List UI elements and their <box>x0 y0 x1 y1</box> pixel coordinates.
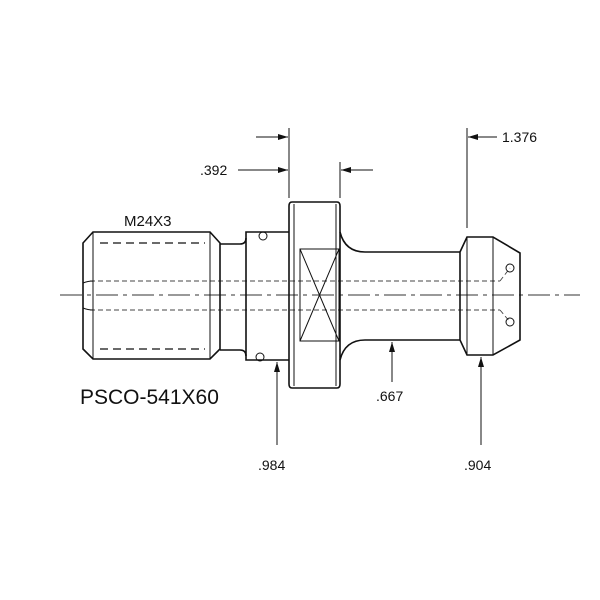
dimension-shank-diameter: .667 <box>376 342 403 404</box>
dimension-head-diameter: .904 <box>464 357 491 473</box>
dimension-label: .392 <box>200 162 227 178</box>
dimension-label: .984 <box>258 457 285 473</box>
wrench-flat <box>299 248 340 342</box>
collar <box>245 231 289 362</box>
dimension-flange-width: .392 <box>200 128 373 198</box>
dimension-label: 1.376 <box>502 129 537 145</box>
shank <box>339 231 460 361</box>
head <box>459 236 521 356</box>
ball-hole-icon <box>255 352 265 362</box>
flange <box>288 201 341 389</box>
bore-hidden-lines <box>90 267 511 323</box>
dimension-collar-diameter: .984 <box>258 362 285 473</box>
dimension-overall-length: 1.376 <box>466 128 537 228</box>
neck <box>220 237 247 357</box>
thread-section <box>82 231 221 360</box>
vent-hole-icon <box>505 263 515 273</box>
dimension-label: .904 <box>464 457 491 473</box>
ball-hole-icon <box>258 231 268 241</box>
thread-label: M24X3 <box>124 213 172 230</box>
dimension-label: .667 <box>376 388 403 404</box>
part-number-title: PSCO-541X60 <box>80 386 219 409</box>
vent-hole-icon <box>505 317 515 327</box>
